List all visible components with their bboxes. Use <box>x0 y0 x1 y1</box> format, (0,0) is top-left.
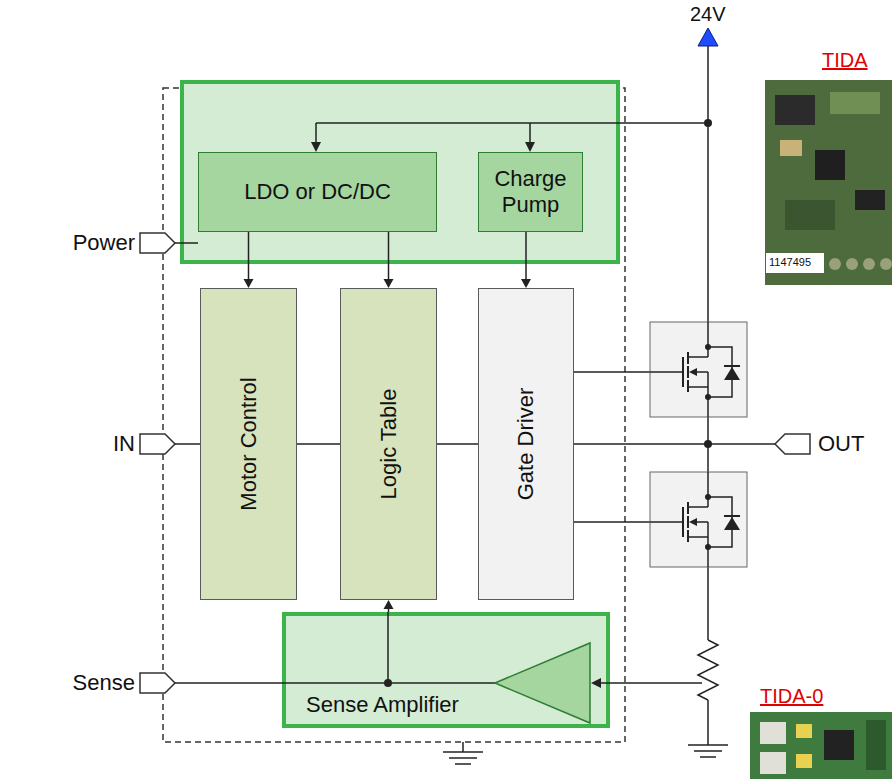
connector <box>384 600 394 612</box>
pin-symbols <box>140 233 810 693</box>
ground-symbol <box>443 745 728 764</box>
node-text: Sense Amplifier <box>306 692 459 718</box>
ic-dashed-outline <box>163 88 625 742</box>
low-side-mosfet <box>650 472 747 567</box>
logic-table-box: Logic Table <box>340 288 437 600</box>
connector-line <box>297 443 340 445</box>
connector <box>244 232 254 288</box>
pin-name: Power <box>73 230 135 256</box>
gate-driver-box: Gate Driver <box>478 288 574 600</box>
connector <box>437 444 478 445</box>
board-photo-bottom <box>750 712 892 779</box>
node-text: Charge Pump <box>484 166 577 218</box>
node-text: Gate Driver <box>513 388 539 500</box>
arrow-head <box>521 279 531 288</box>
motor-control-box: Motor Control <box>200 288 297 600</box>
board-photo-top <box>765 80 892 285</box>
pin-name: IN <box>113 431 135 457</box>
reference-design-link: TIDA <box>822 48 868 72</box>
resistor-symbol <box>698 640 718 700</box>
supply-voltage: 24V <box>690 2 726 26</box>
connector <box>384 232 394 288</box>
connector <box>297 444 340 445</box>
charge-pump-box: Charge Pump <box>478 152 583 232</box>
node-text: Motor Control <box>236 377 262 510</box>
pin-name: Sense <box>73 670 135 696</box>
connector-line <box>437 443 478 445</box>
arrow-head <box>244 279 254 288</box>
pin-name: OUT <box>818 431 864 457</box>
arrow-heads <box>311 142 601 688</box>
connectors <box>244 232 532 612</box>
high-side-mosfet <box>650 322 747 417</box>
arrow-head <box>384 279 394 288</box>
connector <box>521 232 531 288</box>
supply-arrow <box>698 28 718 46</box>
connector-line <box>388 232 390 281</box>
supply-wires <box>175 46 775 752</box>
node-text: LDO or DC/DC <box>244 179 391 205</box>
power-group <box>182 82 618 262</box>
connector-line <box>248 232 250 281</box>
arrow-head <box>384 600 394 609</box>
reference-design-link: TIDA-0 <box>760 684 823 708</box>
node-text: Logic Table <box>376 389 402 500</box>
board-number: 1147495 <box>769 256 811 269</box>
regulator-box: LDO or DC/DC <box>198 152 437 232</box>
amplifier-triangle <box>495 643 590 723</box>
connector-line <box>525 232 527 281</box>
